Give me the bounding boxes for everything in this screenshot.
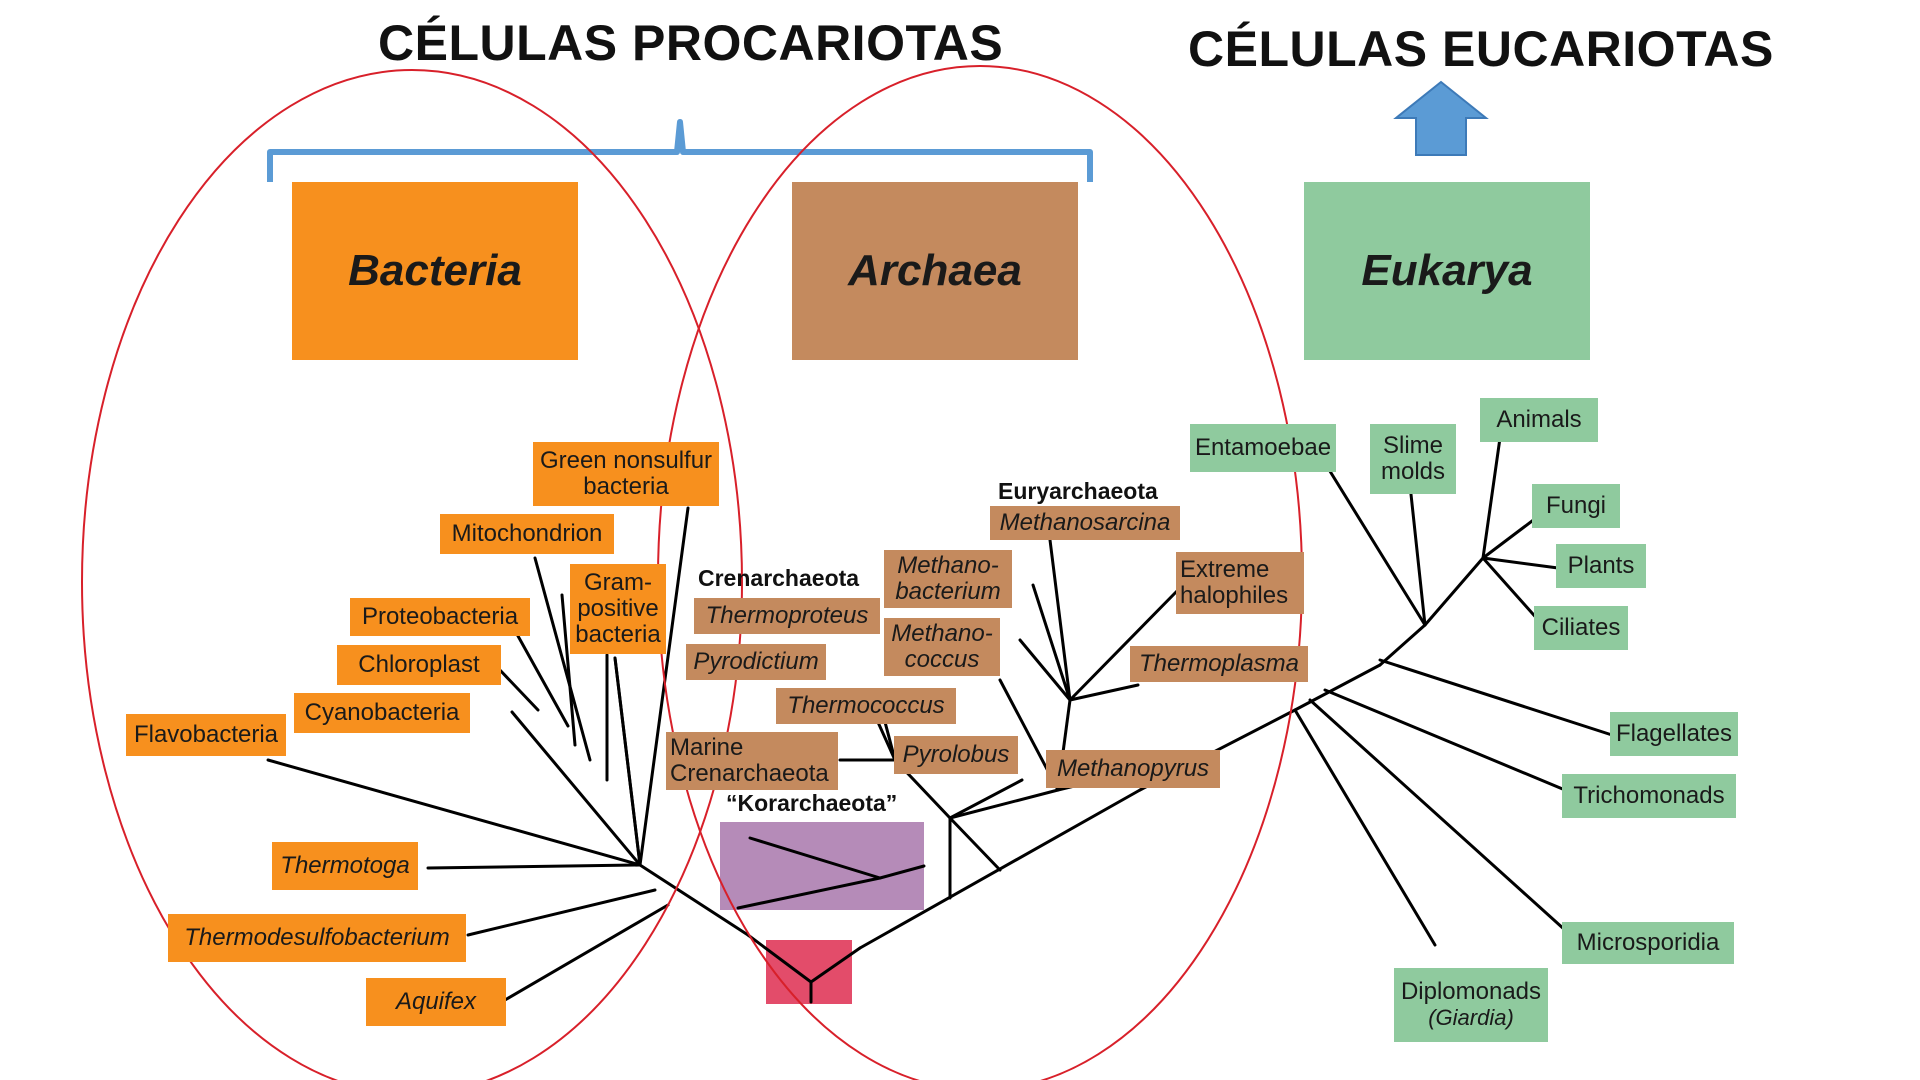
- leaf-thermococcus: Thermococcus: [776, 688, 956, 724]
- leaf-extreme-halophiles: Extreme halophiles: [1176, 552, 1304, 614]
- domain-bacteria: Bacteria: [292, 182, 578, 360]
- leaf-text: Methano-: [897, 552, 999, 579]
- leaf-text: molds: [1380, 458, 1446, 485]
- leaf-fungi: Fungi: [1532, 484, 1620, 528]
- leaf-methanococcus: Methano- coccus: [884, 618, 1000, 676]
- leaf-green-nonsulfur-bacteria: Green nonsulfur bacteria: [533, 442, 719, 506]
- domain-archaea: Archaea: [792, 182, 1078, 360]
- leaf-diplomonads: Diplomonads (Giardia): [1394, 968, 1548, 1042]
- leaf-animals: Animals: [1480, 398, 1598, 442]
- eukaryote-arrow: [1393, 80, 1489, 156]
- leaf-text: positive: [577, 595, 659, 622]
- group-crenarchaeota: Crenarchaeota: [698, 565, 860, 591]
- leaf-marine-crenarchaeota: Marine Crenarchaeota: [666, 732, 838, 790]
- leaf-aquifex: Aquifex: [366, 978, 506, 1026]
- leaf-microsporidia: Microsporidia: [1562, 922, 1734, 964]
- leaf-text: bacterium: [895, 578, 1001, 605]
- leaf-text: coccus: [904, 646, 980, 673]
- leaf-trichomonads: Trichomonads: [1562, 774, 1736, 818]
- leaf-text: Methano-: [891, 620, 993, 647]
- leaf-text: halophiles: [1180, 582, 1289, 609]
- leaf-cyanobacteria: Cyanobacteria: [294, 693, 470, 733]
- heading-eukaryotes: CÉLULAS EUCARIOTAS: [1188, 21, 1774, 77]
- leaf-methanobacterium: Methano- bacterium: [884, 550, 1012, 608]
- leaf-text: Gram-: [584, 569, 652, 596]
- leaf-plants: Plants: [1556, 544, 1646, 588]
- leaf-flagellates: Flagellates: [1610, 712, 1738, 756]
- leaf-ciliates: Ciliates: [1534, 606, 1628, 650]
- leaf-gram-positive-bacteria: Gram- positive bacteria: [570, 564, 666, 654]
- korarchaeota-box: [720, 822, 924, 910]
- domain-eukarya: Eukarya: [1304, 182, 1590, 360]
- bacteria-ellipse: [81, 69, 743, 1080]
- leaf-thermodesulfobacterium: Thermodesulfobacterium: [168, 914, 466, 962]
- leaf-slime-molds: Slime molds: [1370, 424, 1456, 494]
- leaf-flavobacteria: Flavobacteria: [126, 714, 286, 756]
- leaf-text: bacteria: [575, 621, 661, 648]
- leaf-pyrolobus: Pyrolobus: [894, 736, 1018, 774]
- leaf-text: Extreme: [1180, 556, 1270, 583]
- leaf-text: Diplomonads: [1400, 978, 1542, 1005]
- leaf-text: bacteria: [583, 473, 669, 500]
- leaf-text: Marine: [670, 734, 744, 761]
- leaf-text: Green nonsulfur: [539, 447, 713, 474]
- leaf-text: Slime: [1382, 432, 1443, 459]
- leaf-entamoebae: Entamoebae: [1190, 424, 1336, 472]
- leaf-methanosarcina: Methanosarcina: [990, 506, 1180, 540]
- leaf-methanopyrus: Methanopyrus: [1046, 750, 1220, 788]
- heading-prokaryotes: CÉLULAS PROCARIOTAS: [378, 15, 1004, 71]
- leaf-thermoplasma: Thermoplasma: [1130, 646, 1308, 682]
- leaf-text: Crenarchaeota: [670, 760, 829, 787]
- leaf-thermoproteus: Thermoproteus: [694, 598, 880, 634]
- prokaryote-bracket: [267, 119, 1093, 182]
- group-korarchaeota: “Korarchaeota”: [726, 790, 898, 816]
- leaf-mitochondrion: Mitochondrion: [440, 514, 614, 554]
- leaf-text-giardia: (Giardia): [1428, 1005, 1514, 1030]
- group-euryarchaeota: Euryarchaeota: [998, 478, 1158, 504]
- leaf-pyrodictium: Pyrodictium: [686, 644, 826, 680]
- leaf-proteobacteria: Proteobacteria: [350, 598, 530, 636]
- root-box: [766, 940, 852, 1004]
- leaf-thermotoga: Thermotoga: [272, 842, 418, 890]
- leaf-chloroplast: Chloroplast: [337, 645, 501, 685]
